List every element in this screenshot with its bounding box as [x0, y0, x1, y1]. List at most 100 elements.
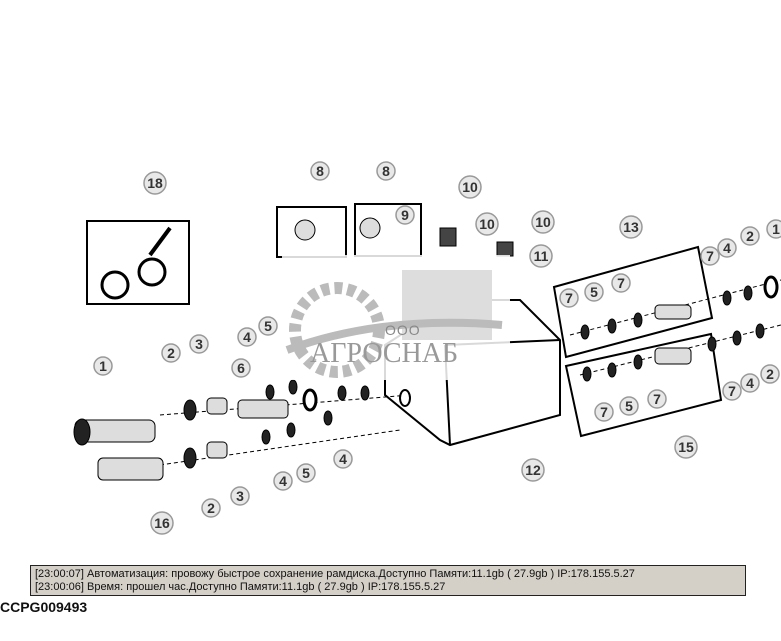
callout-number: 9	[401, 207, 409, 223]
callout-circle	[150, 511, 174, 535]
callout-2: 2	[740, 226, 760, 246]
callout-15: 15	[674, 435, 698, 459]
callout-4: 4	[273, 471, 293, 491]
callout-number: 2	[746, 228, 754, 244]
callout-5: 5	[619, 396, 639, 416]
callout-2: 2	[760, 364, 780, 384]
callout-circle	[521, 458, 545, 482]
watermark-name: АГРОСНАБ	[310, 338, 459, 369]
callout-number: 10	[462, 179, 478, 195]
callout-circle	[531, 210, 555, 234]
callout-number: 5	[590, 284, 598, 300]
callout-18: 18	[143, 171, 167, 195]
callout-4: 4	[717, 238, 737, 258]
callout-5: 5	[258, 316, 278, 336]
callout-circle	[674, 435, 698, 459]
callout-circle	[296, 463, 316, 483]
callout-7: 7	[722, 381, 742, 401]
callout-5: 5	[296, 463, 316, 483]
parts	[73, 217, 779, 481]
callout-3: 3	[189, 334, 209, 354]
status-log: [23:00:07] Автоматизация: провожу быстро…	[30, 565, 746, 596]
callout-circle	[611, 273, 631, 293]
callout-7: 7	[594, 402, 614, 422]
callout-number: 7	[565, 290, 573, 306]
callout-number: 1	[772, 221, 780, 237]
callout-16: 16	[150, 511, 174, 535]
detail-box-15	[564, 332, 723, 438]
callout-12: 12	[521, 458, 545, 482]
combine-harvester-logo-icon	[285, 270, 503, 378]
callout-number: 13	[623, 219, 639, 235]
callout-circle	[273, 471, 293, 491]
callout-4: 4	[237, 327, 257, 347]
callout-7: 7	[559, 288, 579, 308]
callout-9: 9	[395, 205, 415, 225]
callout-circle	[310, 161, 330, 181]
watermark	[282, 255, 510, 380]
figure-id: CCPG009493	[0, 599, 88, 615]
callout-4: 4	[333, 449, 353, 469]
callout-number: 4	[339, 451, 347, 467]
callout-circle	[258, 316, 278, 336]
callout-circle	[584, 282, 604, 302]
callout-circle	[619, 215, 643, 239]
callout-number: 4	[746, 375, 754, 391]
callout-circle	[619, 396, 639, 416]
detail-box-13	[552, 245, 714, 359]
callout-circle	[594, 402, 614, 422]
callout-number: 2	[167, 345, 175, 361]
callout-number: 10	[535, 214, 551, 230]
callout-number: 6	[237, 360, 245, 376]
callout-number: 16	[154, 515, 170, 531]
callout-number: 2	[766, 366, 774, 382]
callout-2: 2	[201, 498, 221, 518]
callout-number: 8	[316, 163, 324, 179]
callout-7: 7	[611, 273, 631, 293]
callout-7: 7	[647, 389, 667, 409]
callout-circle	[201, 498, 221, 518]
callout-13: 13	[619, 215, 643, 239]
callout-number: 4	[723, 240, 731, 256]
callout-circle	[717, 238, 737, 258]
callout-1: 1	[766, 219, 781, 239]
callout-circle	[161, 343, 181, 363]
callout-number: 7	[600, 404, 608, 420]
callout-circle	[143, 171, 167, 195]
callout-circle	[231, 358, 251, 378]
callout-number: 1	[99, 358, 107, 374]
callout-circle	[93, 356, 113, 376]
callout-3: 3	[230, 486, 250, 506]
callout-10: 10	[458, 175, 482, 199]
callout-number: 5	[302, 465, 310, 481]
callout-number: 2	[207, 500, 215, 516]
log-line: [23:00:06] Время: прошел час.Доступно Па…	[35, 581, 446, 593]
callout-number: 7	[617, 275, 625, 291]
callout-circle	[740, 226, 760, 246]
callout-circle	[647, 389, 667, 409]
callout-number: 5	[625, 398, 633, 414]
callout-1: 1	[93, 356, 113, 376]
callout-number: 4	[279, 473, 287, 489]
callout-circle	[760, 364, 780, 384]
callout-circle	[333, 449, 353, 469]
callout-circle	[395, 205, 415, 225]
callout-circle	[559, 288, 579, 308]
callout-2: 2	[161, 343, 181, 363]
callout-6: 6	[231, 358, 251, 378]
callout-10: 10	[531, 210, 555, 234]
callout-number: 5	[264, 318, 272, 334]
callout-5: 5	[584, 282, 604, 302]
callout-circle	[700, 246, 720, 266]
assembly-axes	[159, 279, 781, 466]
watermark-prefix: ООО	[385, 322, 421, 338]
callout-4: 4	[740, 373, 760, 393]
callout-number: 18	[147, 175, 163, 191]
log-line: [23:00:07] Автоматизация: провожу быстро…	[35, 568, 635, 580]
callout-number: 7	[653, 391, 661, 407]
callout-circle	[189, 334, 209, 354]
callout-circle	[237, 327, 257, 347]
callout-circle	[376, 161, 396, 181]
